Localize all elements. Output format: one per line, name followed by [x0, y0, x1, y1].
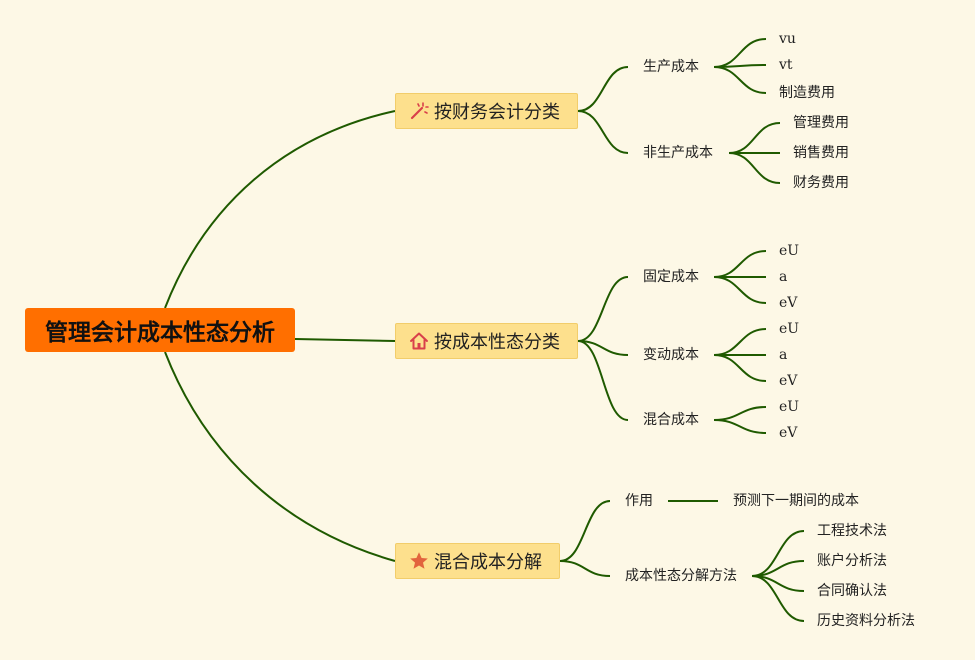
- connector-line: [294, 338, 396, 342]
- root-topic-label: 管理会计成本性态分析: [45, 320, 275, 346]
- node-mixed-cost[interactable]: 混合成本: [643, 412, 699, 428]
- house-icon: [408, 330, 430, 352]
- connector-line: [713, 328, 767, 356]
- branch-financial-classification[interactable]: 按财务会计分类: [395, 93, 578, 129]
- connector-line: [713, 250, 767, 278]
- leaf-vu[interactable]: vu: [779, 31, 796, 47]
- node-production-cost[interactable]: 生产成本: [643, 59, 699, 75]
- root-topic[interactable]: 管理会计成本性态分析: [25, 308, 295, 352]
- node-variable-cost[interactable]: 变动成本: [643, 347, 699, 363]
- leaf-account-analysis-method[interactable]: 账户分析法: [817, 553, 887, 569]
- connector-line: [751, 575, 805, 622]
- leaf-engineering-method[interactable]: 工程技术法: [817, 523, 887, 539]
- connector-line: [713, 406, 767, 421]
- connector-line: [577, 66, 629, 112]
- node-purpose[interactable]: 作用: [625, 493, 653, 509]
- connector-line: [559, 560, 611, 577]
- connector-line: [164, 110, 396, 309]
- leaf-financial-expense[interactable]: 财务费用: [793, 175, 849, 191]
- leaf-historical-data-method[interactable]: 历史资料分析法: [817, 613, 915, 629]
- connector-line: [713, 66, 767, 94]
- leaf-eV[interactable]: eV: [779, 425, 798, 441]
- leaf-forecast-next-period-cost[interactable]: 预测下一期间的成本: [733, 493, 859, 509]
- node-non-production-cost[interactable]: 非生产成本: [643, 145, 713, 161]
- connector-line: [559, 500, 611, 562]
- connector-line: [713, 419, 767, 434]
- magic-wand-icon: [408, 100, 430, 122]
- leaf-eV[interactable]: eV: [779, 295, 798, 311]
- connector-line: [728, 152, 781, 184]
- leaf-eU[interactable]: eU: [779, 243, 800, 259]
- leaf-manufacturing-overhead[interactable]: 制造费用: [779, 85, 835, 101]
- leaf-eV[interactable]: eV: [779, 373, 798, 389]
- connector-line: [164, 351, 396, 562]
- leaf-eU[interactable]: eU: [779, 399, 800, 415]
- connector-line: [713, 276, 767, 304]
- connector-line: [713, 38, 767, 68]
- connector-line: [728, 122, 781, 154]
- leaf-a[interactable]: a: [779, 269, 788, 285]
- branch-mixed-cost-decomposition[interactable]: 混合成本分解: [395, 543, 560, 579]
- leaf-contract-confirmation-method[interactable]: 合同确认法: [817, 583, 887, 599]
- node-decomposition-methods[interactable]: 成本性态分解方法: [625, 568, 737, 584]
- leaf-vt[interactable]: vt: [779, 57, 793, 73]
- node-fixed-cost[interactable]: 固定成本: [643, 269, 699, 285]
- connector-line: [577, 110, 629, 154]
- branch-cost-behavior-classification[interactable]: 按成本性态分类: [395, 323, 578, 359]
- branch-label: 混合成本分解: [434, 552, 542, 573]
- leaf-selling-expense[interactable]: 销售费用: [793, 145, 849, 161]
- leaf-a[interactable]: a: [779, 347, 788, 363]
- connector-line: [713, 354, 767, 382]
- branch-label: 按成本性态分类: [434, 332, 560, 353]
- leaf-admin-expense[interactable]: 管理费用: [793, 115, 849, 131]
- leaf-eU[interactable]: eU: [779, 321, 800, 337]
- connector-line: [577, 276, 629, 342]
- star-icon: [408, 550, 430, 572]
- branch-label: 按财务会计分类: [434, 102, 560, 123]
- connector-line: [577, 340, 629, 421]
